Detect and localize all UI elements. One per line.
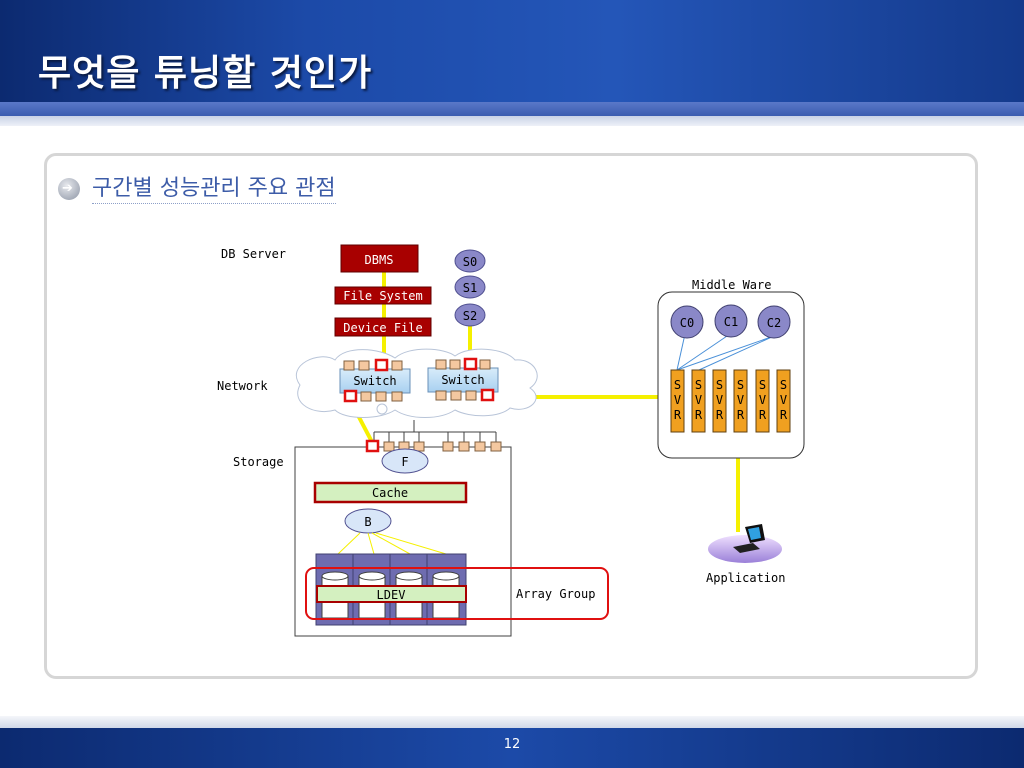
- switch-left: Switch: [339, 358, 411, 403]
- device-file-box: [334, 317, 432, 337]
- client-c1-label: C1: [724, 315, 738, 329]
- switch-right-label: Switch: [441, 373, 484, 387]
- session-s0: [454, 249, 486, 273]
- storage-label: Storage: [233, 455, 284, 469]
- dbms-label: DBMS: [365, 253, 394, 267]
- storage-ports: [373, 420, 497, 442]
- client-c2-label: C2: [767, 316, 781, 330]
- storage-port: [458, 441, 470, 452]
- back-port-b-label: B: [364, 515, 371, 529]
- cache-label: Cache: [372, 486, 408, 500]
- server-svr-3: [733, 369, 748, 433]
- file-system-box: [334, 286, 432, 305]
- array-group-label: Array Group: [516, 587, 595, 601]
- header-stripe-light: [0, 116, 1024, 126]
- server-svr-5: [776, 369, 791, 433]
- dbms-box: [340, 244, 419, 273]
- sessions: S0 S1 S2: [454, 249, 486, 327]
- footer-bar: [0, 728, 1024, 768]
- ldev-box: [316, 585, 467, 603]
- array-group-highlight: [305, 567, 609, 620]
- session-s1: [454, 275, 486, 299]
- network-cloud: [295, 348, 538, 418]
- application-label: Application: [706, 571, 785, 585]
- bullet-arrow-icon: ➔: [58, 178, 80, 200]
- session-s2: [454, 303, 486, 327]
- client-c2: [757, 305, 791, 339]
- server-svr-2: [712, 369, 727, 433]
- client-links: [676, 333, 775, 371]
- footer-stripe: [0, 716, 1024, 728]
- db-stack: DBMS File System Device File: [334, 244, 432, 337]
- section-subtitle: 구간별 성능관리 주요 관점: [92, 170, 336, 204]
- slide-title: 무엇을 튜닝할 것인가: [38, 53, 373, 94]
- session-s0-label: S0: [463, 255, 477, 269]
- ldev-label: LDEV: [377, 588, 406, 602]
- header-bar: [0, 0, 1024, 102]
- header-stripe: [0, 102, 1024, 116]
- storage-port: [442, 441, 454, 452]
- backend-links: [337, 532, 447, 555]
- page-number: 12: [503, 737, 521, 752]
- device-file-label: Device File: [343, 321, 422, 335]
- session-s2-label: S2: [463, 309, 477, 323]
- storage-port: [474, 441, 486, 452]
- server-svr-0: [670, 369, 685, 433]
- cache-box: [313, 481, 468, 504]
- application-icon: [708, 524, 782, 563]
- front-port-f-label: F: [401, 455, 408, 469]
- server-svr-1: [691, 369, 706, 433]
- storage-port-highlight: [365, 439, 380, 453]
- server-svr-4: [755, 369, 770, 433]
- switch-left-label: Switch: [353, 374, 396, 388]
- db-server-label: DB Server: [221, 247, 286, 261]
- client-c1: [714, 304, 748, 338]
- file-system-label: File System: [343, 289, 422, 303]
- session-s1-label: S1: [463, 281, 477, 295]
- middle-ware-label: Middle Ware: [692, 278, 771, 292]
- client-c0-label: C0: [680, 316, 694, 330]
- front-port-f: [381, 448, 429, 474]
- switch-right: Switch: [427, 357, 499, 402]
- clients: C0 C1 C2: [670, 304, 791, 339]
- network-label: Network: [217, 379, 268, 393]
- storage-port: [490, 441, 502, 452]
- storage-port: [413, 441, 425, 452]
- storage-port: [383, 441, 395, 452]
- client-c0: [670, 305, 704, 339]
